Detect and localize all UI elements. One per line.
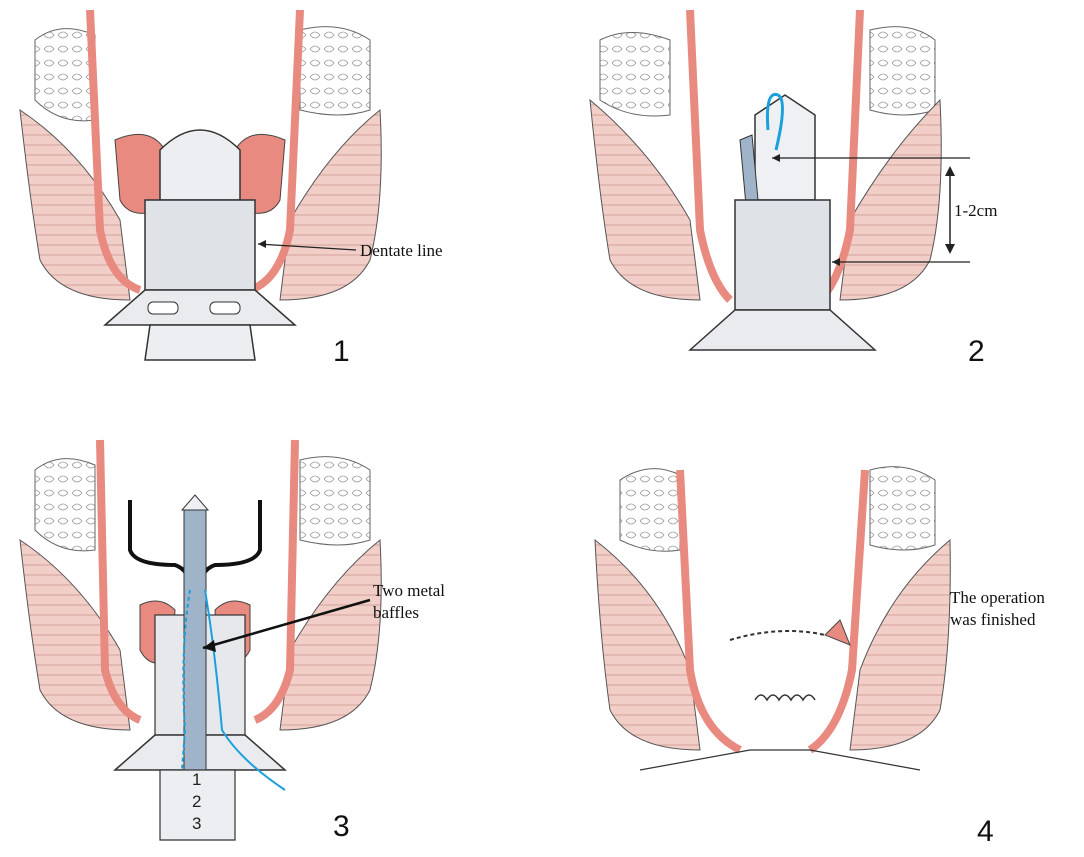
panel-2: 1-2cm 2 xyxy=(540,0,1084,400)
baffles-pointer xyxy=(202,598,371,650)
anoscope-handle xyxy=(144,324,256,361)
panel-2-illustration xyxy=(589,9,970,351)
anoscope-dome xyxy=(159,129,241,201)
dentate-line-pointer xyxy=(257,243,357,251)
suture-thread xyxy=(181,589,191,771)
fat-tissue-left xyxy=(34,28,96,122)
stapler-body xyxy=(734,199,831,311)
baffles-label: Two metal baffles xyxy=(373,581,445,622)
panel-3-illustration xyxy=(19,439,382,841)
finished-label: The operation was finished xyxy=(950,588,1045,629)
rectal-wall-right xyxy=(807,469,869,754)
stapler-suture xyxy=(766,92,784,151)
scale-mark-1: 1 xyxy=(192,770,202,789)
panel-1-number: 1 xyxy=(333,335,350,368)
stapler-head xyxy=(754,94,816,201)
dentate-line-label: Dentate line xyxy=(360,241,443,260)
panel-2-number: 2 xyxy=(968,335,985,368)
panel-3: Two metal baffles 1 2 3 3 xyxy=(0,430,540,857)
rectal-wall-right xyxy=(248,9,304,294)
scale-mark-2: 2 xyxy=(192,792,202,811)
panel-1-illustration xyxy=(19,9,382,361)
panel-1: Dentate line 1 xyxy=(0,0,540,400)
panel-4-illustration xyxy=(594,466,951,771)
stapler-handle xyxy=(159,769,236,841)
panel-3-number: 3 xyxy=(333,810,350,843)
panel-4-number: 4 xyxy=(977,815,994,848)
distance-label: 1-2cm xyxy=(954,201,998,220)
scale-mark-3: 3 xyxy=(192,814,202,833)
fat-tissue-right xyxy=(299,26,371,116)
panel-4: The operation was finished 4 xyxy=(540,430,1084,857)
rectal-wall-left xyxy=(676,469,742,754)
muscle-right xyxy=(279,109,382,301)
anoscope-flange xyxy=(103,289,297,326)
anoscope-tube xyxy=(144,199,256,291)
rectal-wall-left xyxy=(86,9,142,294)
anastomosis-line xyxy=(729,630,826,641)
mucosal-edge xyxy=(754,694,816,702)
